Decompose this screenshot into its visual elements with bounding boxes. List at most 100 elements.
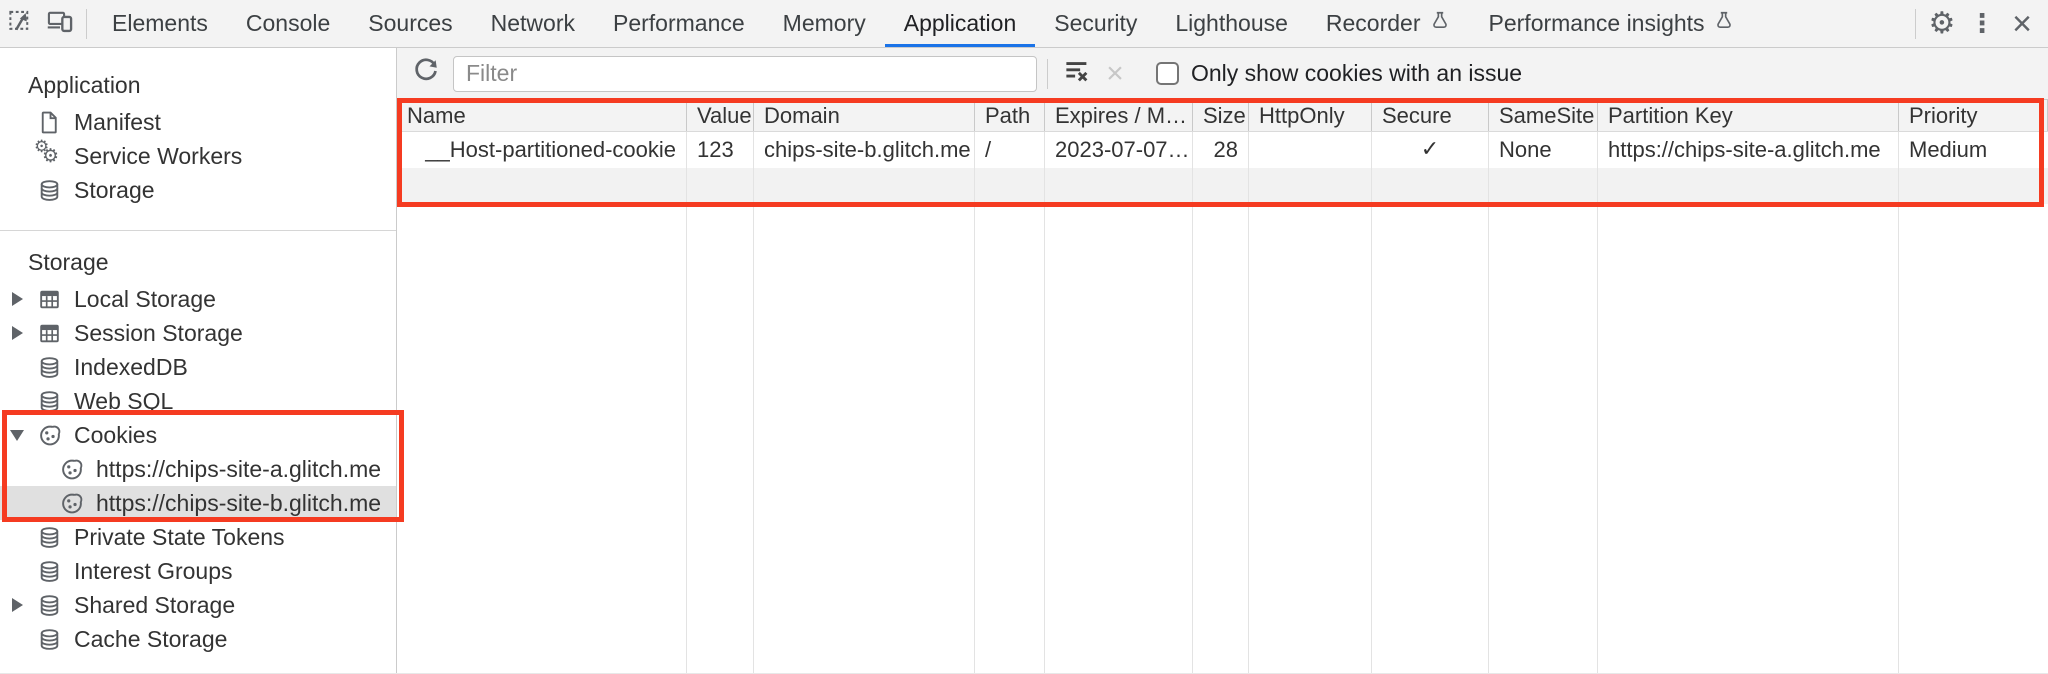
cell-value[interactable]: 123 <box>687 132 754 168</box>
sidebar-item-label: Session Storage <box>74 319 243 346</box>
close-icon: × <box>2012 4 2032 43</box>
tab-label: Lighthouse <box>1175 10 1288 36</box>
cell-priority[interactable]: Medium <box>1909 137 1988 162</box>
tab-lighthouse[interactable]: Lighthouse <box>1156 0 1307 47</box>
sidebar-section-storage: Storage <box>28 249 109 275</box>
column-header-partition-key[interactable]: Partition Key <box>1598 100 1899 131</box>
column-header-size[interactable]: Size <box>1193 100 1249 131</box>
toolbar-separator <box>1915 8 1916 39</box>
sidebar-item-session-storage[interactable]: Session Storage <box>0 316 396 350</box>
cell-httponly[interactable] <box>1249 132 1372 168</box>
table-icon <box>36 286 63 313</box>
tab-label: Security <box>1054 10 1138 36</box>
sidebar-item-label: https://chips-site-b.glitch.me <box>96 489 382 516</box>
tab-application[interactable]: Application <box>884 0 1036 47</box>
cell-domain[interactable]: chips-site-b.glitch.me <box>754 132 975 168</box>
chevron-right-icon <box>12 326 23 340</box>
settings-button[interactable]: ⚙ <box>1922 0 1962 47</box>
cookie-icon <box>58 490 85 517</box>
toolbar-separator <box>1047 58 1048 89</box>
sidebar-item-cache-storage[interactable]: Cache Storage <box>0 622 396 656</box>
cell-samesite[interactable]: None <box>1489 132 1598 168</box>
cookie-icon <box>36 422 63 449</box>
inspect-icon <box>7 8 34 40</box>
tab-sources[interactable]: Sources <box>349 0 471 47</box>
chevron-right-icon <box>12 598 23 612</box>
cell-path[interactable]: / <box>975 132 1045 168</box>
table-icon <box>36 320 63 347</box>
column-header-secure[interactable]: Secure <box>1372 100 1489 131</box>
sidebar-section-application: Application <box>28 72 141 98</box>
sidebar-item-web-sql[interactable]: Web SQL <box>0 384 396 418</box>
sidebar-item-label: IndexedDB <box>74 353 188 380</box>
cell-expires[interactable]: 2023-07-07… <box>1045 132 1193 168</box>
column-header-httponly[interactable]: HttpOnly <box>1249 100 1372 131</box>
tab-memory[interactable]: Memory <box>764 0 885 47</box>
tab-recorder[interactable]: Recorder <box>1307 0 1470 47</box>
chevron-down-icon <box>10 429 24 441</box>
clear-all-icon <box>1062 56 1092 91</box>
sidebar-item-label: Private State Tokens <box>74 523 285 550</box>
tab-console[interactable]: Console <box>227 0 349 47</box>
tab-performance[interactable]: Performance <box>594 0 764 47</box>
column-header-value[interactable]: Value <box>687 100 754 131</box>
column-header-name[interactable]: Name <box>397 100 687 131</box>
cell-secure[interactable]: ✓ <box>1372 132 1489 168</box>
sidebar-item-label: Service Workers <box>74 142 243 169</box>
sidebar-item-local-storage[interactable]: Local Storage <box>0 282 396 316</box>
flask-icon <box>1429 10 1451 38</box>
gear-icon: ⚙ <box>1928 6 1956 41</box>
cookies-toolbar: × Only show cookies with an issue <box>397 48 2048 100</box>
column-header-expires[interactable]: Expires / M… <box>1045 100 1193 131</box>
sidebar-item-interest-groups[interactable]: Interest Groups <box>0 554 396 588</box>
tab-label: Recorder <box>1325 10 1421 36</box>
sidebar-item-label: Interest Groups <box>74 557 233 584</box>
toggle-device-toolbar-button[interactable] <box>40 0 80 47</box>
sidebar-item-label: Manifest <box>74 108 161 135</box>
database-icon <box>36 558 63 585</box>
column-header-samesite[interactable]: SameSite <box>1489 100 1598 131</box>
tab-elements[interactable]: Elements <box>93 0 227 47</box>
cookies-panel: × Only show cookies with an issue Name V… <box>397 48 2048 673</box>
delete-selected-button[interactable]: × <box>1096 55 1134 93</box>
cookies-table: Name Value Domain Path Expires / M… Size… <box>397 100 2048 673</box>
tab-network[interactable]: Network <box>472 0 594 47</box>
cell-size[interactable]: 28 <box>1193 132 1249 168</box>
inspect-element-button[interactable] <box>0 0 40 47</box>
devtools-body: Application Manifest ⚙⚙ <box>0 48 2048 673</box>
sidebar-item-indexeddb[interactable]: IndexedDB <box>0 350 396 384</box>
sidebar-item-manifest[interactable]: Manifest <box>0 105 396 139</box>
flask-icon <box>1713 10 1735 38</box>
tab-label: Console <box>245 10 331 36</box>
sidebar-item-cookies-chips-site-a[interactable]: https://chips-site-a.glitch.me <box>0 452 396 486</box>
application-sidebar: Application Manifest ⚙⚙ <box>0 48 397 673</box>
cookies-table-header: Name Value Domain Path Expires / M… Size… <box>397 100 2048 132</box>
sidebar-item-cookies-chips-site-b[interactable]: https://chips-site-b.glitch.me <box>0 486 396 520</box>
tab-label: Network <box>490 10 575 36</box>
sidebar-item-service-workers[interactable]: ⚙⚙ Service Workers <box>0 137 396 173</box>
toolbar-separator <box>86 8 87 39</box>
sidebar-item-label: Cache Storage <box>74 625 228 652</box>
sidebar-item-private-state-tokens[interactable]: Private State Tokens <box>0 520 396 554</box>
clear-all-cookies-button[interactable] <box>1058 55 1096 93</box>
refresh-button[interactable] <box>407 55 445 93</box>
filter-input[interactable] <box>453 55 1037 92</box>
sidebar-item-storage[interactable]: Storage <box>0 173 396 207</box>
cookie-row[interactable]: __Host-partitioned-cookie 123 chips-site… <box>397 132 2048 168</box>
tab-security[interactable]: Security <box>1035 0 1156 47</box>
only-show-cookies-with-issue-checkbox[interactable] <box>1156 62 1179 85</box>
sidebar-item-shared-storage[interactable]: Shared Storage <box>0 588 396 622</box>
column-header-domain[interactable]: Domain <box>754 100 975 131</box>
tabbar-right-controls: ⚙ ⋮ × <box>1909 0 2048 47</box>
column-header-priority[interactable]: Priority <box>1899 100 2048 131</box>
more-options-button[interactable]: ⋮ <box>1962 0 2002 47</box>
sidebar-item-cookies[interactable]: Cookies <box>0 418 396 452</box>
close-devtools-button[interactable]: × <box>2002 0 2042 47</box>
cell-partition-key[interactable]: https://chips-site-a.glitch.me <box>1598 132 1899 168</box>
database-icon <box>36 177 63 204</box>
cell-name[interactable]: __Host-partitioned-cookie <box>397 132 687 168</box>
document-icon <box>36 109 63 136</box>
tab-label: Application <box>903 10 1017 36</box>
column-header-path[interactable]: Path <box>975 100 1045 131</box>
tab-performance-insights[interactable]: Performance insights <box>1470 0 1754 47</box>
